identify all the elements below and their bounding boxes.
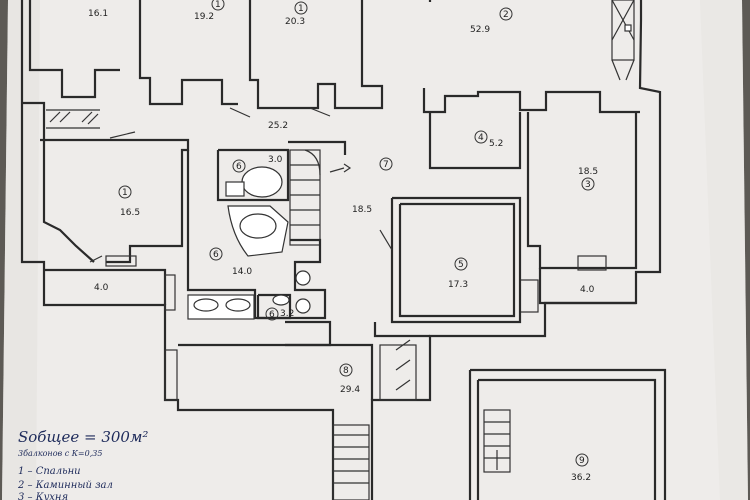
corridor-walls xyxy=(22,101,331,142)
area-label-bath-small: 3.0 xyxy=(268,155,283,165)
balcony-left xyxy=(44,268,176,311)
area-label-top-left: 16.1 xyxy=(88,9,108,19)
room-number-center: 5 xyxy=(458,260,464,270)
area-label-top-3: 20.3 xyxy=(285,17,305,27)
legend-item-1: 1 – Спальни xyxy=(18,466,81,477)
room-number-top-2: 1 xyxy=(215,0,221,10)
room-bedroom-left xyxy=(42,138,190,267)
area-label-top-right: 52.9 xyxy=(470,25,490,35)
room-garage xyxy=(483,409,511,473)
top-rooms xyxy=(28,0,640,114)
room-number-hall: 7 xyxy=(383,160,389,170)
room-right xyxy=(526,112,638,271)
room-number-top-right: 2 xyxy=(503,10,509,20)
room-storage xyxy=(428,112,522,170)
room-bath-big xyxy=(186,150,327,320)
room-center xyxy=(373,196,522,338)
room-number-garage: 9 xyxy=(579,456,585,466)
room-number-wc: 6 xyxy=(269,310,275,320)
area-label-center: 17.3 xyxy=(448,280,468,290)
area-label-right: 18.5 xyxy=(578,167,598,177)
area-label-corridor: 25.2 xyxy=(268,121,288,131)
room-bath-small xyxy=(216,140,352,246)
area-label-hall: 18.5 xyxy=(352,205,372,215)
room-labels: 16.1 1 19.2 1 20.3 2 52.9 25.2 1 16.5 6 … xyxy=(88,0,598,483)
area-label-lobby: 29.4 xyxy=(340,385,360,395)
area-label-storage: 5.2 xyxy=(489,139,503,149)
area-label-bath-big: 14.0 xyxy=(232,267,252,277)
legend-item-2: 2 – Каминный зал xyxy=(17,480,113,491)
room-number-storage: 4 xyxy=(478,133,484,143)
area-label-top-2: 19.2 xyxy=(194,12,214,22)
area-label-balcony-right: 4.0 xyxy=(580,285,595,295)
legend-total-area: Sобщее = 300м² xyxy=(18,428,148,446)
area-label-wc: 3.2 xyxy=(280,309,294,319)
legend-balconies: 3балконов с К=0,35 xyxy=(18,449,102,458)
room-lobby xyxy=(164,339,417,500)
area-label-bed-left: 16.5 xyxy=(120,208,140,218)
area-label-garage: 36.2 xyxy=(571,473,591,483)
room-number-top-3: 1 xyxy=(298,4,304,14)
room-number-right: 3 xyxy=(585,180,591,190)
legend: Sобщее = 300м² 3балконов с К=0,35 1 – Сп… xyxy=(17,428,148,500)
legend-item-3: 3 – Кухня xyxy=(18,492,68,500)
room-number-bath-big: 6 xyxy=(213,250,219,260)
room-number-lobby: 8 xyxy=(343,366,349,376)
area-label-balcony-left: 4.0 xyxy=(94,283,109,293)
room-number-bath-small: 6 xyxy=(236,162,242,172)
room-number-bed-left: 1 xyxy=(122,188,128,198)
